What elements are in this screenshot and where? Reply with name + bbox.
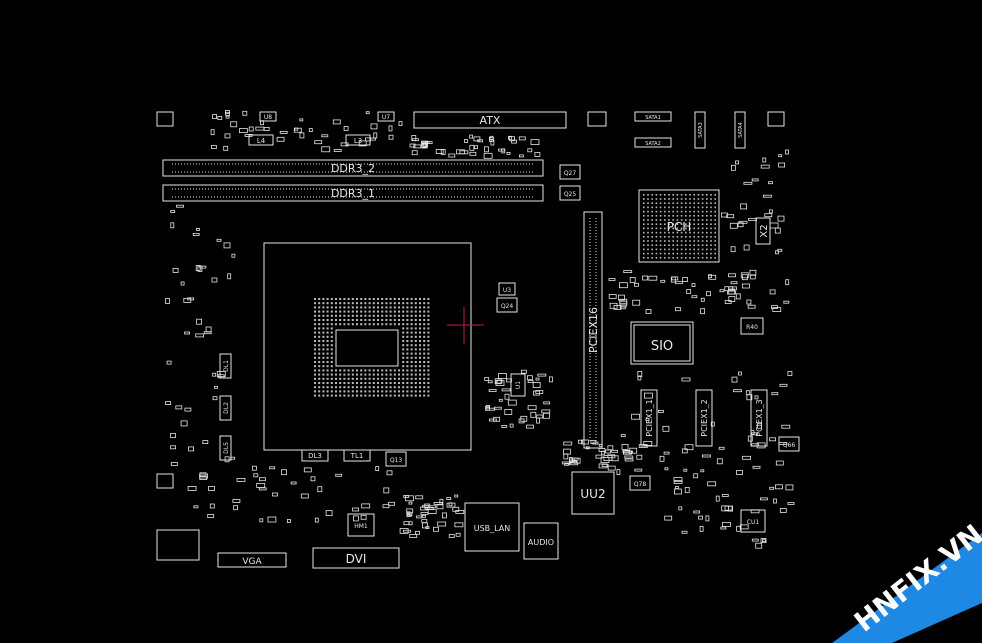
x2-crystal: X2	[755, 217, 771, 245]
l4-label: L4	[257, 137, 266, 145]
usb-lan-label: USB_LAN	[474, 524, 511, 533]
audio-label: AUDIO	[528, 538, 554, 547]
cu1-chip: CU1	[740, 509, 766, 533]
sio-chip: SIO	[630, 321, 694, 365]
r40-label: R40	[746, 324, 758, 331]
u7-label: U7	[382, 114, 390, 121]
usb-lan-connector: USB_LAN	[464, 502, 520, 552]
pciex16-slot: PCIEX16	[583, 211, 603, 449]
sio-label: SIO	[651, 339, 673, 354]
crosshair-cursor	[447, 307, 484, 344]
u3-label: U3	[503, 287, 511, 294]
pciex1-1-slot: PCIEX1_1	[640, 389, 658, 447]
dl1-label: DL1	[223, 360, 230, 372]
dvi-connector: DVI	[312, 547, 400, 569]
uu2-label: UU2	[580, 487, 605, 501]
pciex16-label: PCIEX16	[587, 307, 600, 353]
q24-label: Q24	[501, 303, 514, 310]
cpu-socket	[263, 242, 472, 451]
atx-label: ATX	[480, 114, 501, 127]
ddr3-1-slot: DDR3_1	[162, 184, 544, 202]
q78-label: Q78	[634, 481, 647, 488]
ddr3-2-label: DDR3_2	[331, 162, 375, 175]
pciex1-3-slot: PCIEX1_3	[750, 389, 768, 447]
q27-label: Q27	[564, 170, 577, 177]
tl1-label: TL1	[350, 452, 364, 460]
dvi-label: DVI	[346, 552, 367, 566]
vga-connector: VGA	[217, 552, 287, 568]
q25-label: Q25	[564, 191, 577, 198]
u1-label: U1	[515, 381, 522, 389]
atx-connector: ATX	[413, 111, 567, 129]
dl3-label: DL3	[308, 452, 322, 460]
dl2-label: DL2	[223, 402, 230, 414]
vga-label: VGA	[242, 557, 262, 567]
q13-label: Q13	[390, 457, 403, 464]
uu2-chip: UU2	[571, 471, 615, 515]
sata3-label: SATA3	[698, 122, 704, 138]
pch-label: PCH	[667, 220, 692, 234]
sata2-label: SATA2	[645, 141, 661, 147]
ddr3-2-slot: DDR3_2	[162, 159, 544, 177]
cu1-label: CU1	[747, 519, 760, 526]
pciex1-2-slot: PCIEX1_2	[695, 389, 713, 447]
u8-label: U8	[264, 114, 272, 121]
audio-connector: AUDIO	[523, 522, 559, 560]
hm1-chip: HM1	[347, 513, 375, 537]
sata1-label: SATA1	[645, 115, 661, 121]
q66-label: Q66	[783, 442, 796, 449]
x2-label: X2	[759, 224, 770, 237]
l3-label: L3	[354, 137, 362, 145]
dl5-label: DL5	[223, 442, 230, 454]
sata4-label: SATA4	[738, 122, 744, 138]
pciex1-1-label: PCIEX1_1	[645, 399, 654, 436]
pciex1-2-label: PCIEX1_2	[700, 399, 709, 436]
ddr3-1-label: DDR3_1	[331, 187, 375, 200]
pch-chip: PCH	[638, 189, 720, 263]
pciex1-3-label: PCIEX1_3	[755, 399, 764, 436]
hm1-label: HM1	[354, 523, 368, 530]
